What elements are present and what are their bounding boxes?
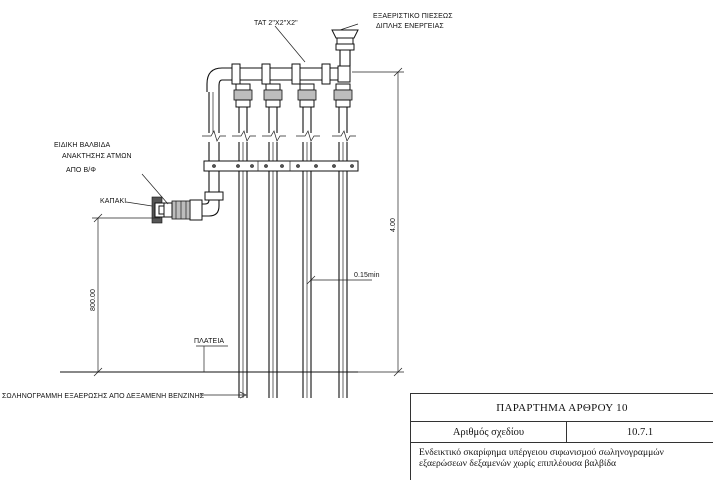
valve-label-line2: ΑΝΑΚΤΗΣΗΣ ΑΤΜΩΝ bbox=[62, 153, 132, 160]
dimension-total-height bbox=[352, 67, 404, 377]
dimension-valve-height-label: 800.00 bbox=[90, 289, 97, 311]
description-line-2: εξαερώσεων δεξαμενών χωρίς επιπλέουσα βα… bbox=[419, 458, 617, 469]
platform-label: ΠΛΑΤΕΙΑ bbox=[194, 338, 224, 345]
dimension-total-height-label: 4.00 bbox=[390, 218, 397, 232]
dimension-clearance bbox=[306, 275, 372, 285]
riser-unions bbox=[233, 83, 353, 108]
description-line-1: Ενδεικτικό σκαρίφημα υπέργειου σιφωνισμο… bbox=[419, 447, 664, 458]
vapor-recovery-valve bbox=[151, 191, 224, 224]
cap-label: ΚΑΠΑΚΙ bbox=[100, 198, 126, 205]
upper-riser-segments bbox=[238, 107, 348, 133]
label-leaders bbox=[125, 23, 359, 207]
drawing-number-value: 10.7.1 bbox=[626, 426, 654, 438]
title-block: ΠΑΡΑΡΤΗΜΑ ΑΡΘΡΟΥ 10 Αριθμός σχεδίου 10.7… bbox=[410, 393, 713, 480]
drawing-number-label: Αριθμός σχεδίου bbox=[411, 422, 567, 442]
vent-cap bbox=[331, 29, 359, 66]
support-bracket bbox=[203, 160, 359, 172]
break-marks bbox=[202, 130, 356, 142]
platform-ground bbox=[60, 345, 358, 373]
clearance-label: 0.15min bbox=[354, 272, 380, 279]
title-block-number-row: Αριθμός σχεδίου 10.7.1 bbox=[411, 422, 713, 443]
lower-risers bbox=[208, 142, 348, 398]
left-riser-pipe bbox=[208, 92, 220, 133]
supply-line-label: ΣΩΛΗΝΟΓΡΑΜΜΗ ΕΞΑΕΡΩΣΗΣ ΑΠΟ ΔΕΞΑΜΕΝΗ ΒΕΝΖ… bbox=[2, 393, 205, 400]
valve-label-line3: ΑΠΟ Β/Φ bbox=[66, 167, 96, 174]
vent-label-line1: ΕΞΑΕΡΙΣΤΙΚΟ ΠΙΕΣΕΩΣ bbox=[373, 13, 453, 20]
vent-label-line2: ΔΙΠΛΗΣ ΕΝΕΡΓΕΙΑΣ bbox=[376, 23, 444, 30]
title-block-heading: ΠΑΡΑΡΤΗΜΑ ΑΡΘΡΟΥ 10 bbox=[411, 394, 713, 422]
valve-label-line1: ΕΙΔΙΚΗ ΒΑΛΒΙΔΑ bbox=[54, 142, 111, 149]
header-pipe bbox=[206, 63, 404, 92]
supply-line-leader bbox=[200, 391, 247, 399]
dimension-valve-height bbox=[92, 213, 160, 377]
tee-label: ΤΑΤ 2"Χ2"Χ2" bbox=[254, 20, 298, 27]
title-block-description: Ενδεικτικό σκαρίφημα υπέργειου σιφωνισμο… bbox=[411, 443, 713, 469]
